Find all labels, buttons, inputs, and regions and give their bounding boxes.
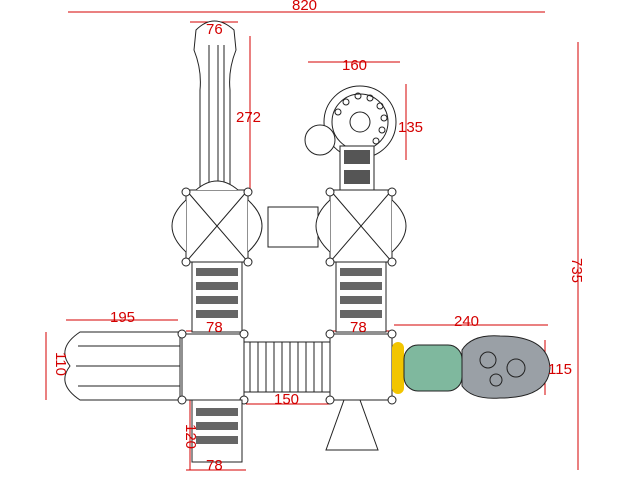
tunnel-end [461, 335, 551, 399]
spiral-slide [304, 85, 397, 159]
lower-left-deck [177, 329, 249, 405]
dimension-lines [45, 11, 579, 471]
label-slide-left-width: 110 [52, 352, 69, 376]
tunnel-tube [403, 344, 463, 392]
upper-left-deck [171, 180, 263, 267]
dimension-labels: 820 735 76 272 160 135 195 110 78 78 150… [52, 0, 585, 474]
label-spiral-width: 160 [342, 57, 367, 74]
label-slide-top-width: 76 [206, 21, 223, 38]
label-stair-width: 78 [206, 457, 223, 474]
bridge [243, 341, 331, 393]
label-slide-top-length: 272 [236, 109, 261, 126]
upper-right-deck [315, 187, 407, 267]
label-slide-left-length: 195 [110, 309, 135, 326]
left-slide [64, 331, 181, 401]
label-stair-length: 120 [182, 424, 199, 449]
label-spiral-height: 135 [398, 119, 423, 136]
label-total-width: 820 [292, 0, 317, 14]
label-tunnel-length: 240 [454, 313, 479, 330]
top-slide [193, 20, 237, 201]
left-climber [191, 261, 243, 333]
label-total-height: 735 [568, 258, 585, 283]
label-tunnel-width: 115 [548, 361, 572, 378]
label-bridge-length: 150 [274, 391, 299, 408]
tube-connector [392, 342, 404, 394]
climbing-panel-top [339, 145, 375, 193]
right-climber [335, 261, 387, 333]
lower-right-deck [325, 329, 397, 405]
bottom-climber [191, 399, 243, 463]
label-deck-right-width: 78 [350, 319, 367, 336]
upper-connector [267, 206, 319, 248]
roof-triangle [325, 399, 379, 451]
label-deck-left-width: 78 [206, 319, 223, 336]
